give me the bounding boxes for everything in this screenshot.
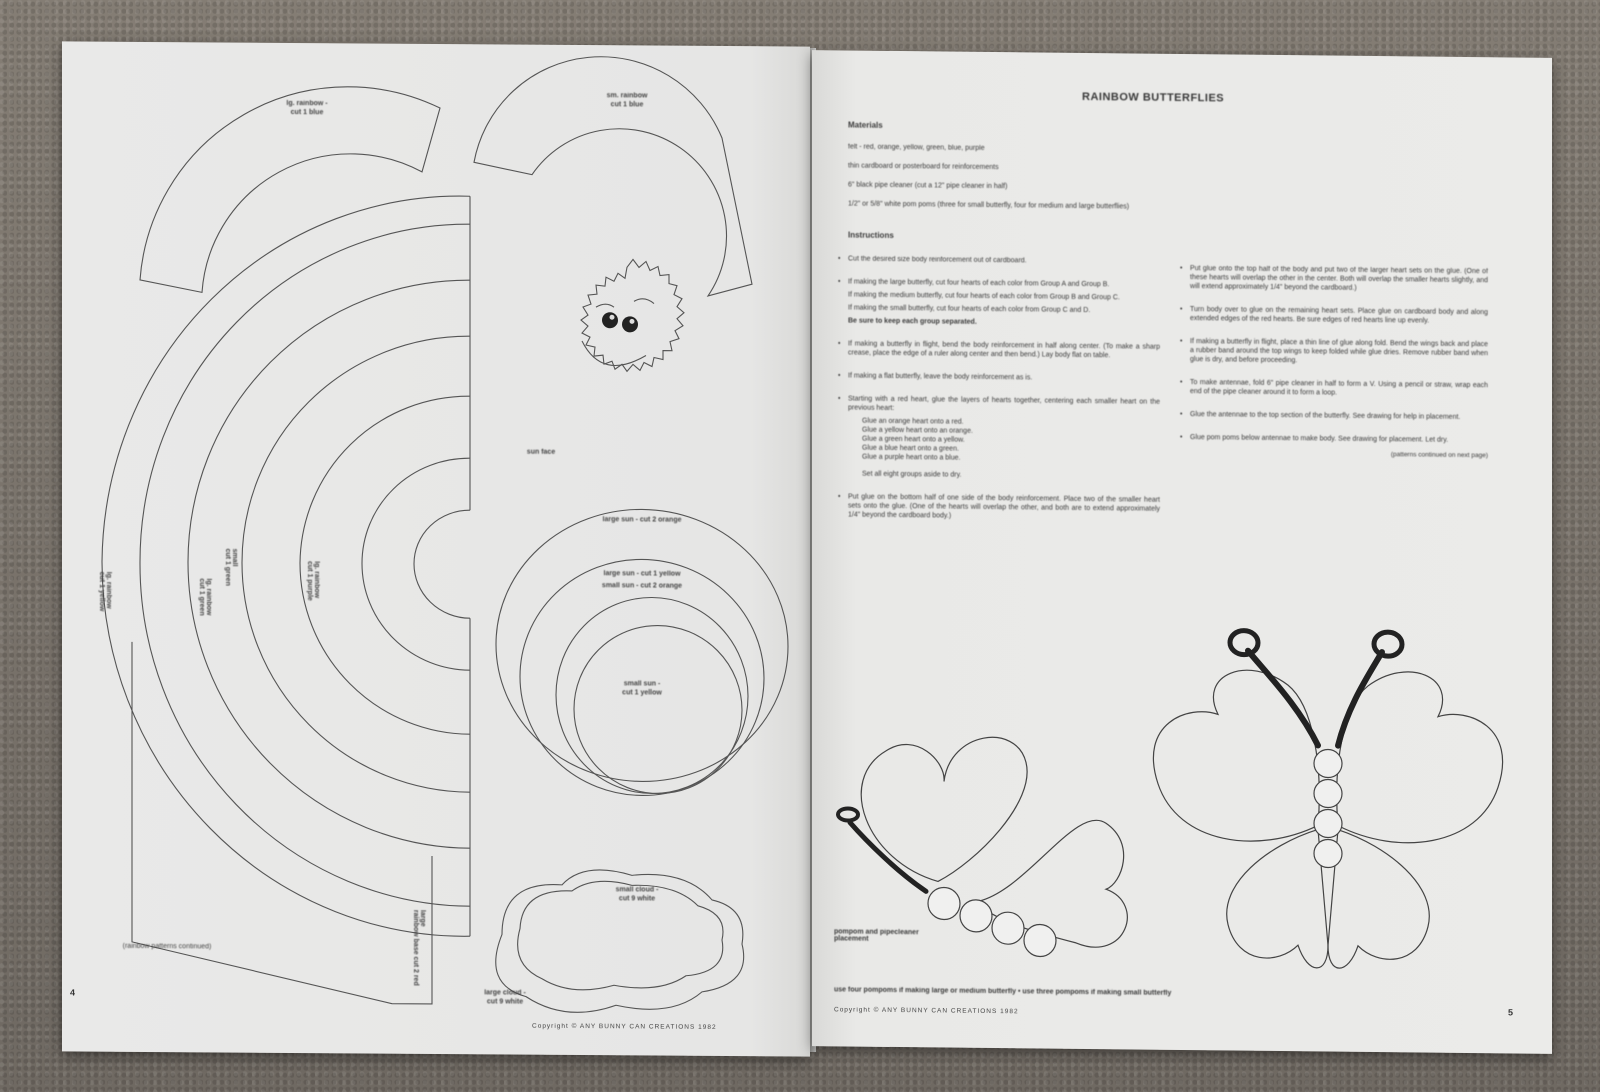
instruction-step: Glue pom poms below antennae to make bod… (1180, 433, 1488, 445)
copyright-right: Copyright © ANY BUNNY CAN CREATIONS 1982 (834, 1006, 1019, 1016)
page-number-left: 4 (70, 987, 76, 998)
label-sm-rainbow-blue: sm. rainbow cut 1 blue (606, 92, 648, 109)
label-lg-rainbow-blue: lg. rainbow - cut 1 blue (286, 99, 328, 117)
instruction-step: If making a butterfly in flight, place a… (1180, 337, 1488, 367)
instruction-step: Put glue onto the top half of the body a… (1180, 264, 1488, 294)
instruction-step: Turn body over to glue on the remaining … (1180, 305, 1488, 326)
material-item: 6" black pipe cleaner (cut a 12" pipe cl… (848, 181, 1008, 191)
instruction-step: Starting with a red heart, glue the laye… (838, 394, 1160, 415)
label-sun-face: sun face (526, 448, 556, 456)
instruction-step: If making the medium butterfly, cut four… (848, 291, 1120, 302)
instruction-step: To make antennae, fold 6" pipe cleaner i… (1180, 378, 1488, 399)
instruction-step: Cut the desired size body reinforcement … (838, 254, 1160, 266)
label-large-sun: large sun - cut 2 orange (602, 516, 682, 524)
label-small-sun-orange: small sun - cut 2 orange (601, 582, 683, 590)
instructions-heading: Instructions (848, 230, 894, 240)
flat-butterfly-drawing (1152, 628, 1504, 969)
label-arc-lg-yellow: lg. rainbow cut 1 yellow (98, 571, 112, 612)
instruction-step: If making a butterfly in flight, bend th… (838, 339, 1160, 360)
page-number-right: 5 (1508, 1007, 1514, 1018)
instruction-emphasis: Be sure to keep each group separated. (848, 317, 977, 326)
label-small-sun-yellow: small sun - cut 1 yellow (622, 680, 662, 697)
butterfly-in-flight-drawing (836, 736, 1128, 958)
glue-step: Glue a purple heart onto a blue. (862, 453, 961, 462)
label-arc-sm-green: small cut 1 green (224, 548, 238, 586)
label-large-sun-yellow: large sun - cut 1 yellow (603, 570, 681, 578)
label-arc-lg-purple: lg. rainbow cut 1 purple (306, 561, 320, 601)
material-item: thin cardboard or posterboard for reinfo… (848, 162, 999, 172)
instruction-step: If making the small butterfly, cut four … (848, 304, 1091, 315)
set-aside-note: Set all eight groups aside to dry. (862, 470, 962, 479)
label-small-cloud: small cloud - cut 9 white (615, 886, 659, 903)
left-page: lg. rainbow - cut 1 blue sm. rainbow cut… (62, 41, 810, 1057)
material-item: 1/2" or 5/8" white pom poms (three for s… (848, 200, 1130, 211)
label-arc-lg-green: lg. rainbow cut 1 green (198, 578, 212, 616)
page-title: RAINBOW BUTTERFLIES (1082, 90, 1225, 105)
right-page: RAINBOW BUTTERFLIES Materials felt - red… (812, 50, 1552, 1054)
materials-list: felt - red, orange, yellow, green, blue,… (848, 143, 1538, 216)
continued-note: (patterns continued on next page) (1390, 451, 1488, 460)
instruction-step: Put glue on the bottom half of one side … (838, 492, 1160, 522)
instructions-right-column: Put glue onto the top half of the body a… (1180, 264, 1488, 460)
material-item: felt - red, orange, yellow, green, blue,… (848, 143, 985, 152)
instruction-step: Glue the antennae to the top section of … (1180, 410, 1488, 422)
footer-note: use four pompoms if making large or medi… (834, 986, 1172, 997)
copyright-left: Copyright © ANY BUNNY CAN CREATIONS 1982 (532, 1022, 717, 1031)
materials-heading: Materials (848, 120, 883, 130)
rainbow-continued-note: (rainbow patterns continued) (122, 942, 212, 951)
rainbow-pattern-drawings (101, 56, 789, 1013)
label-large-cloud: large cloud - cut 9 white (484, 989, 526, 1006)
instruction-step: If making a flat butterfly, leave the bo… (838, 371, 1160, 383)
instruction-step: If making the large butterfly, cut four … (838, 277, 1160, 289)
instructions-left-column: Cut the desired size body reinforcement … (838, 254, 1160, 536)
label-arc-large-base: large rainbow base cut 2 red (412, 909, 426, 986)
pompom-caption: pompom and pipecleaner placement (834, 928, 919, 943)
